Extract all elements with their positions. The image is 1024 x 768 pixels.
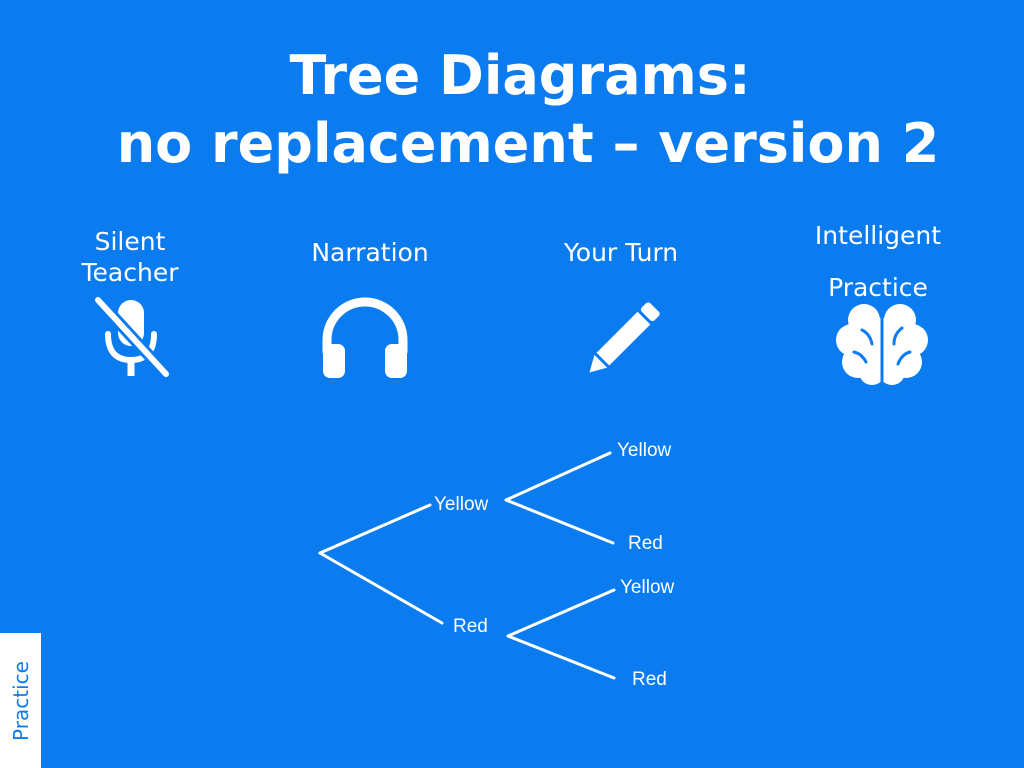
- intelligent-practice-label: Intelligent Practice: [800, 210, 956, 314]
- title-line-1: Tree Diagrams:: [289, 44, 751, 107]
- branch-root-to-red: [318, 551, 444, 625]
- tree-red-red-label: Red: [632, 669, 667, 690]
- intelligent-practice-label-line-1: Intelligent: [814, 221, 942, 250]
- your-turn-label: Your Turn: [563, 238, 679, 267]
- tree-first-red-label: Red: [453, 616, 488, 637]
- headphones-icon[interactable]: [315, 288, 415, 388]
- silent-teacher-label-line-2: Teacher: [81, 258, 179, 287]
- narration-label: Narration: [311, 238, 429, 267]
- practice-side-tab[interactable]: Practice: [0, 633, 41, 768]
- tree-yellow-yellow-label: Yellow: [617, 440, 672, 461]
- branch-root-to-yellow: [318, 503, 432, 555]
- pencil-icon[interactable]: [572, 290, 672, 390]
- intelligent-practice-label-line-2: Practice: [828, 273, 928, 302]
- branch-red-to-red: [506, 634, 616, 680]
- silent-teacher-label: Silent Teacher: [78, 226, 182, 288]
- practice-side-tab-label: Practice: [8, 660, 33, 741]
- muted-microphone-icon[interactable]: [82, 290, 182, 390]
- title-line-2: no replacement – version 2: [116, 112, 940, 175]
- brain-icon[interactable]: [832, 294, 932, 394]
- branch-red-to-yellow: [506, 588, 616, 638]
- silent-teacher-label-line-1: Silent: [94, 227, 166, 256]
- tree-first-yellow-label: Yellow: [434, 494, 489, 515]
- branch-yellow-to-red: [504, 498, 615, 545]
- tree-red-yellow-label: Yellow: [620, 577, 675, 598]
- tree-yellow-red-label: Red: [628, 533, 663, 554]
- branch-yellow-to-yellow: [504, 451, 612, 502]
